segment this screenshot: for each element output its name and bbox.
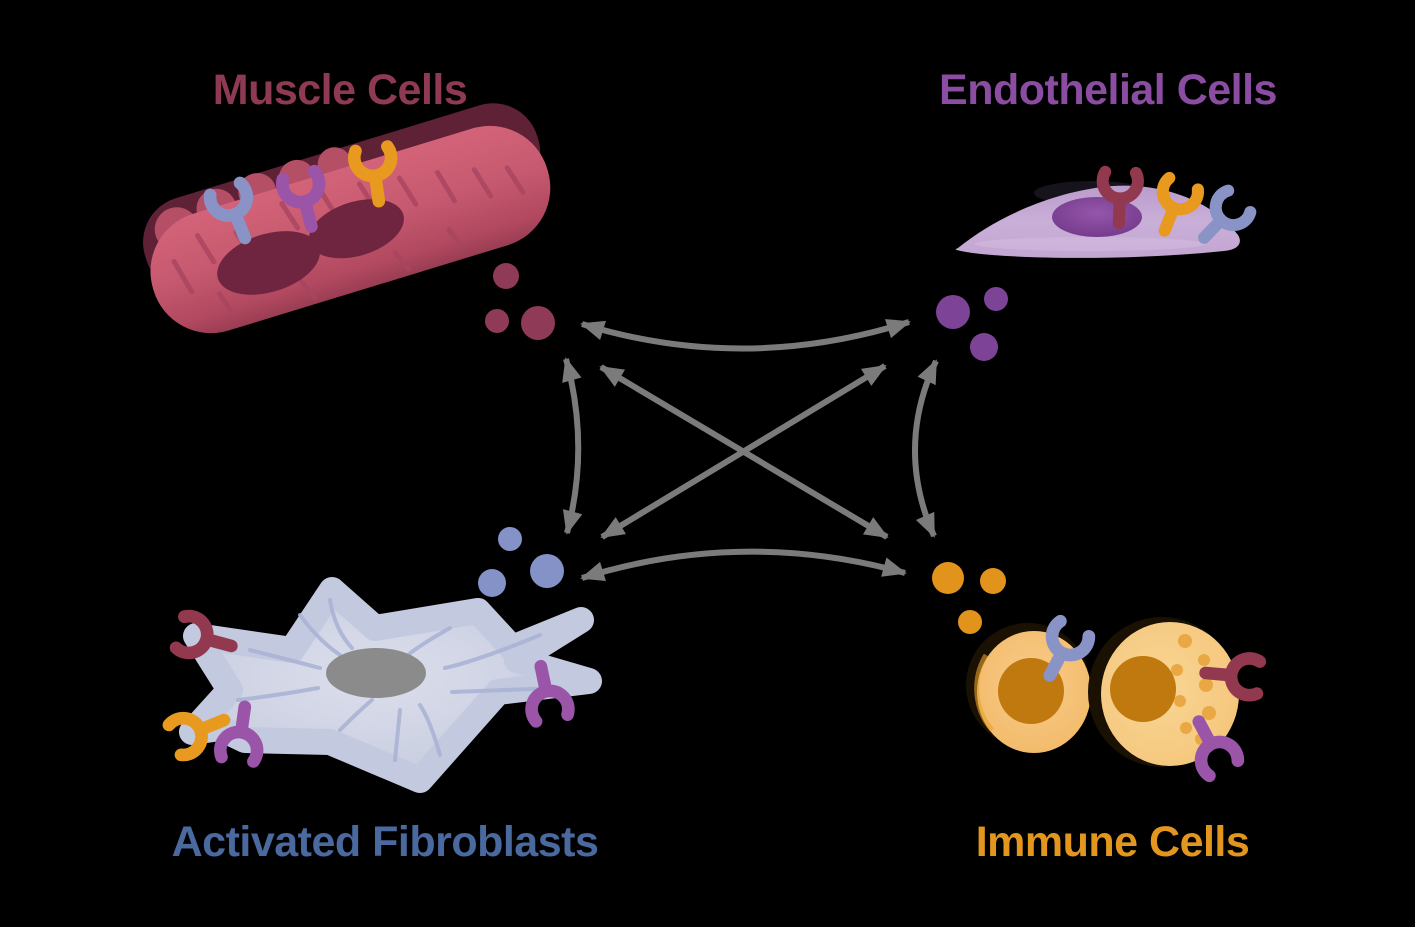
endothelial-sheen — [975, 237, 1205, 251]
arrow-muscle-endothelial — [580, 319, 911, 352]
endothelial-cells-label: Endothelial Cells — [939, 66, 1277, 114]
fibroblast-secreted-dots — [478, 527, 564, 597]
arrow-endothelial-immune — [912, 359, 939, 538]
arrow-fibroblast-endothelial — [600, 363, 887, 540]
muscle-nucleus — [308, 199, 404, 259]
muscle-cells-label: Muscle Cells — [212, 66, 468, 114]
communication-arrows — [562, 319, 939, 582]
immune-cells-label: Immune Cells — [975, 818, 1250, 866]
immune-right-nucleus — [1110, 656, 1176, 722]
muscle-nucleus — [217, 231, 320, 295]
immune-left-rim — [974, 653, 994, 732]
arrow-muscle-fibroblast — [562, 357, 583, 535]
immune-granules — [1171, 634, 1233, 745]
immune-cells-illustration — [966, 617, 1260, 777]
activated-fibroblasts-label: Activated Fibroblasts — [171, 818, 599, 866]
activated-fibroblast-illustration — [168, 577, 602, 793]
immune-secreted-dots — [932, 562, 1006, 634]
arrow-fibroblast-immune — [580, 548, 907, 582]
muscle-secreted-dots — [485, 263, 555, 340]
muscle-cell-illustration — [143, 103, 551, 334]
endothelial-secreted-dots — [936, 287, 1008, 361]
endothelial-cell-illustration — [955, 172, 1252, 258]
fibroblast-streaks — [236, 598, 562, 762]
fibroblast-nucleus — [326, 648, 426, 698]
